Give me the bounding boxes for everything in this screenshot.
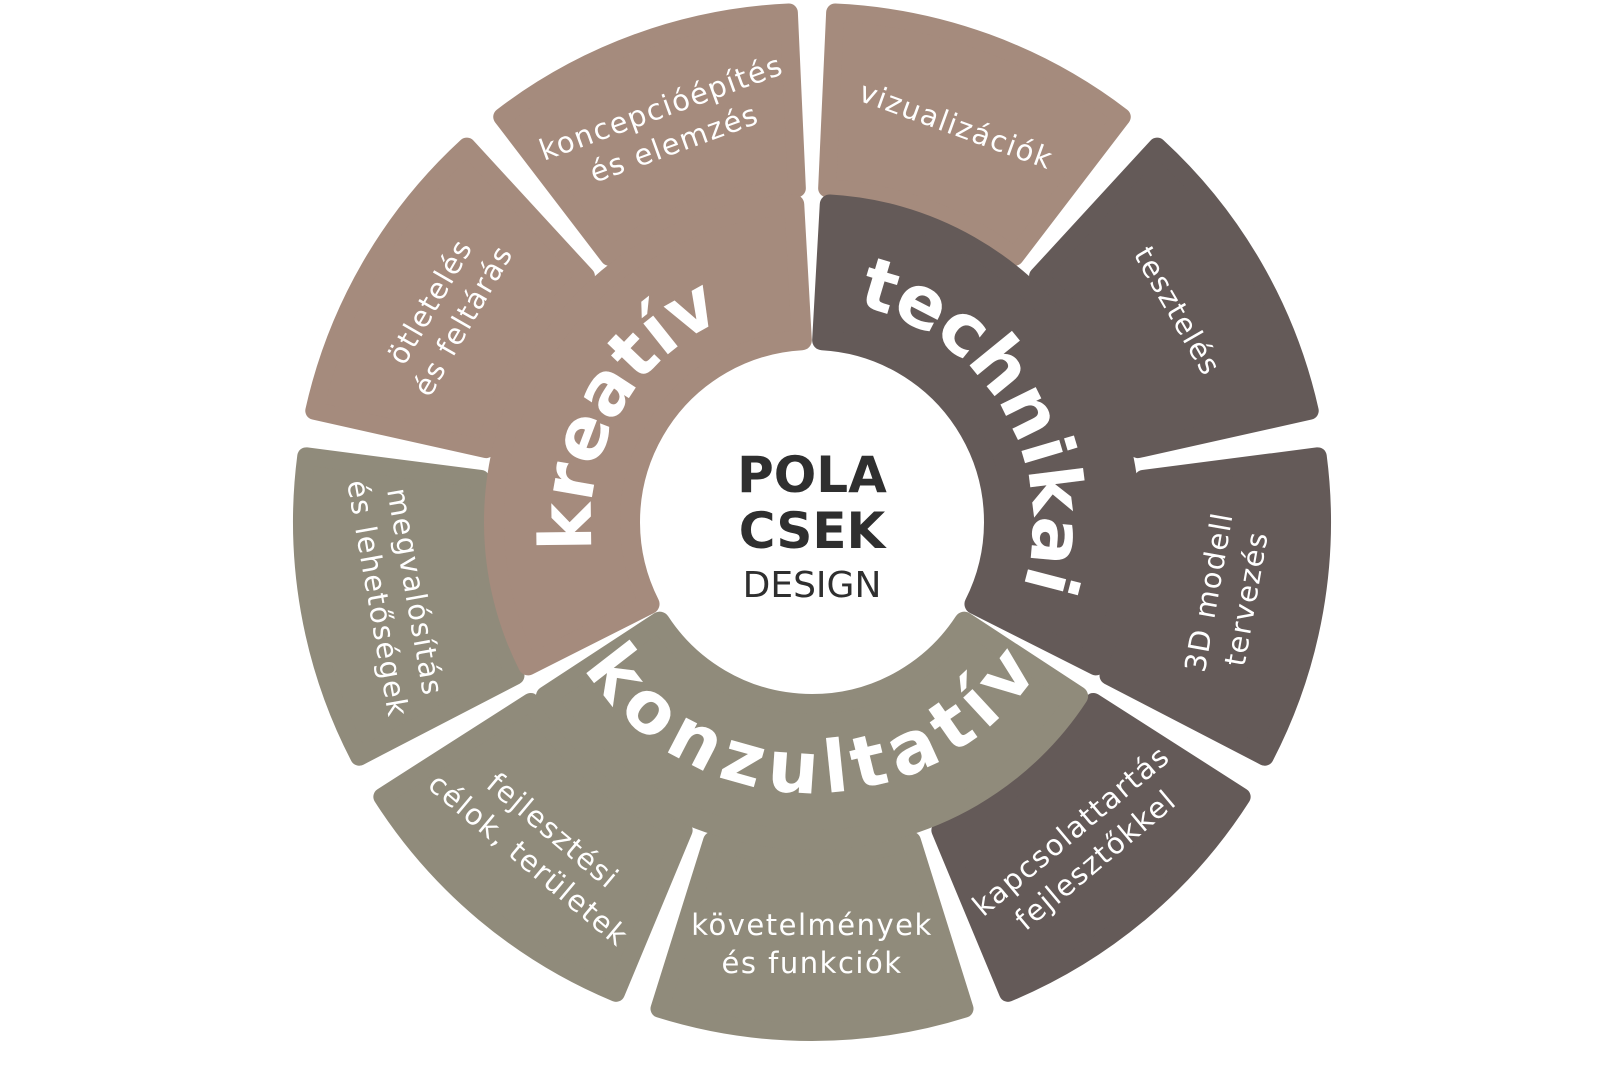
outer-segment-vizualizaciok: vizualizációk <box>818 3 1131 266</box>
outer-segment-shape <box>293 447 525 766</box>
outer-segment-shape <box>650 831 974 1041</box>
logo-line-1: POLA <box>737 446 887 504</box>
inner-segment-shape <box>535 611 1089 850</box>
outer-segment-kovetelmenyek: követelmények és funkciók <box>650 831 974 1041</box>
company-logo: POLA CSEK DESIGN <box>737 446 887 606</box>
outer-segment-shape <box>931 692 1251 1002</box>
inner-segment-shape <box>484 194 812 676</box>
logo-line-3: DESIGN <box>743 565 882 606</box>
outer-segment-shape <box>818 3 1131 266</box>
outer-segment-shape <box>493 3 806 266</box>
outer-segment-label: és funkciók <box>722 946 903 980</box>
outer-segment-shape <box>1029 137 1319 459</box>
inner-segment-shape <box>812 194 1140 676</box>
outer-segment-teszteles: tesztelés <box>1029 137 1319 459</box>
outer-segment-shape <box>1099 447 1331 766</box>
outer-segment-shape <box>373 692 693 1002</box>
outer-segment-label: követelmények <box>691 908 933 942</box>
logo-line-2: CSEK <box>739 502 888 560</box>
outer-segment-shape <box>305 137 595 459</box>
